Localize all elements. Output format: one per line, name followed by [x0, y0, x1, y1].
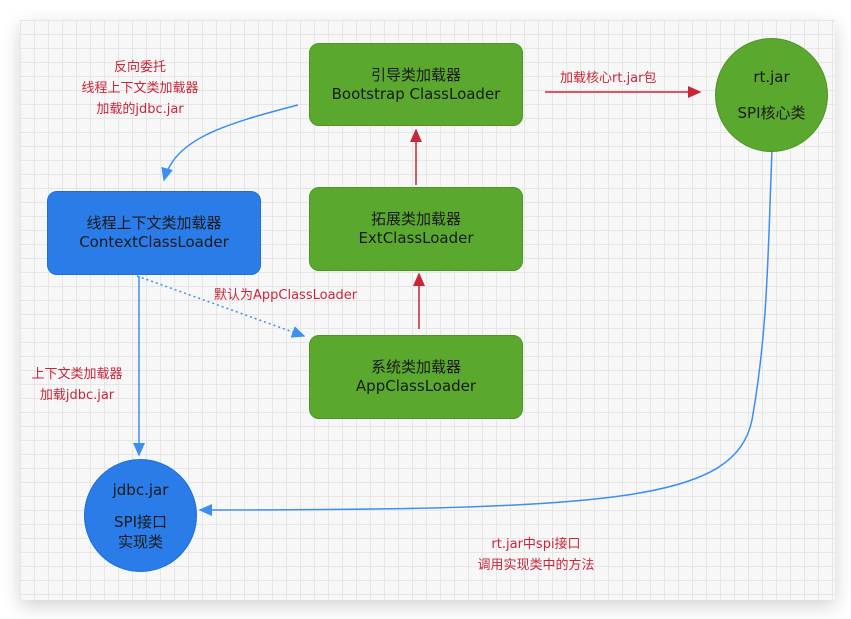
ext-en: ExtClassLoader — [358, 229, 474, 247]
reverse-delegation-label: 反向委托 线程上下文类加载器 加载的jdbc.jar — [60, 57, 220, 120]
label-line: 反向委托 — [113, 60, 166, 75]
rtjar-line1: rt.jar — [753, 68, 790, 86]
ext-classloader-node: 拓展类加载器 ExtClassLoader — [309, 187, 523, 271]
jdbc-node: jdbc.jar SPI接口 实现类 — [84, 459, 197, 572]
app-classloader-node: 系统类加载器 AppClassLoader — [309, 335, 523, 419]
bootstrap-en: Bootstrap ClassLoader — [331, 84, 501, 103]
default-app-label: 默认为AppClassLoader — [214, 288, 358, 303]
label-line: 加载jdbc.jar — [39, 388, 115, 403]
app-zh: 系统类加载器 — [370, 358, 461, 376]
context-en: ContextClassLoader — [79, 233, 229, 251]
context-classloader-node: 线程上下文类加载器 ContextClassLoader — [47, 191, 261, 275]
label-line: rt.jar中spi接口 — [491, 537, 581, 552]
rtjar-line2: SPI核心类 — [737, 104, 806, 122]
context-zh: 线程上下文类加载器 — [86, 214, 222, 232]
bootstrap-zh: 引导类加载器 — [370, 65, 461, 84]
jdbc-line2: SPI接口 — [114, 512, 167, 531]
arrow-bootstrap-to-context — [161, 104, 299, 182]
ext-zh: 拓展类加载器 — [370, 210, 461, 228]
app-en: AppClassLoader — [355, 377, 477, 395]
bootstrap-classloader-node: 引导类加载器 Bootstrap ClassLoader — [309, 43, 523, 126]
label-line: 线程上下文类加载器 — [81, 81, 199, 96]
rtjar-node: rt.jar SPI核心类 — [715, 38, 828, 152]
arrow-rtjar-to-jdbc — [198, 149, 773, 516]
jdbc-line3: 实现类 — [117, 532, 163, 551]
call-impl-label: rt.jar中spi接口 调用实现类中的方法 — [456, 534, 616, 576]
label-line: 加载的jdbc.jar — [96, 102, 184, 117]
label-line: 调用实现类中的方法 — [477, 558, 595, 573]
context-load-label: 上下文类加载器 加载jdbc.jar — [10, 364, 144, 406]
load-rtjar-label: 加载核心rt.jar包 — [560, 71, 657, 86]
label-line: 上下文类加载器 — [31, 367, 123, 382]
jdbc-line1: jdbc.jar — [112, 480, 169, 499]
